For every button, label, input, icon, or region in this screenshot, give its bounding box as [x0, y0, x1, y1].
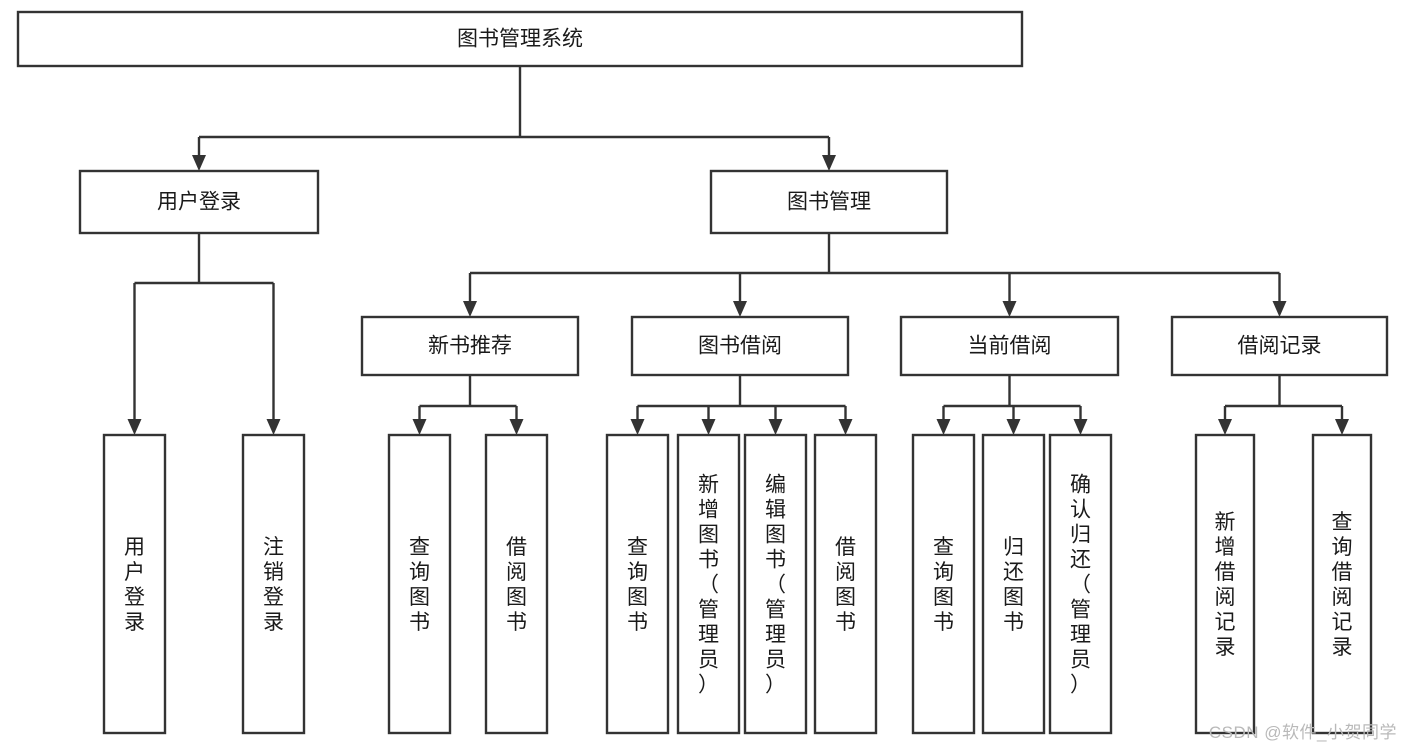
node-label-leaf-query-book-new: 查询图书 — [409, 536, 430, 634]
arrow-head-leaf-borrow-book-new — [509, 419, 524, 435]
node-box-leaf-user-login[interactable] — [102, 433, 167, 735]
node-label-new-book-recommend: 新书推荐 — [428, 335, 512, 358]
node-leaf-query-book-cur[interactable]: 查询图书 — [911, 433, 976, 735]
node-label-leaf-user-login: 用户登录 — [124, 536, 145, 634]
node-box-user-login[interactable] — [78, 169, 320, 235]
node-box-current-borrow[interactable] — [899, 315, 1120, 377]
node-label-borrow-record: 借阅记录 — [1238, 335, 1322, 358]
node-leaf-add-record[interactable]: 新增借阅记录 — [1194, 433, 1256, 735]
node-box-book-manage[interactable] — [709, 169, 949, 235]
node-leaf-query-book-new[interactable]: 查询图书 — [387, 433, 452, 735]
node-leaf-borrow-book[interactable]: 借阅图书 — [813, 433, 878, 735]
arrow-head-new-book-recommend — [463, 301, 477, 317]
node-leaf-user-logout[interactable]: 注销登录 — [241, 433, 306, 735]
node-label-leaf-add-book: 新增图书（管理员） — [698, 474, 719, 697]
node-box-leaf-add-record[interactable] — [1194, 433, 1256, 735]
node-label-root: 图书管理系统 — [457, 28, 583, 51]
node-box-leaf-query-book-new[interactable] — [387, 433, 452, 735]
node-leaf-query-record[interactable]: 查询借阅记录 — [1311, 433, 1373, 735]
arrow-head-leaf-query-record — [1335, 419, 1349, 435]
node-label-book-manage: 图书管理 — [787, 191, 871, 214]
node-label-leaf-edit-book: 编辑图书（管理员） — [765, 474, 786, 697]
arrow-head-borrow-record — [1272, 301, 1287, 317]
node-box-leaf-borrow-book[interactable] — [813, 433, 878, 735]
arrow-head-book-manage — [822, 155, 836, 171]
node-box-borrow-record[interactable] — [1170, 315, 1389, 377]
node-box-leaf-confirm-return[interactable] — [1048, 433, 1113, 735]
node-box-leaf-edit-book[interactable] — [743, 433, 808, 735]
arrow-head-leaf-borrow-book — [838, 419, 853, 435]
node-leaf-add-book[interactable]: 新增图书（管理员） — [676, 433, 741, 735]
node-leaf-confirm-return[interactable]: 确认归还（管理员） — [1048, 433, 1113, 735]
arrow-head-leaf-add-record — [1218, 419, 1232, 435]
node-leaf-edit-book[interactable]: 编辑图书（管理员） — [743, 433, 808, 735]
node-label-leaf-query-book: 查询图书 — [627, 536, 648, 634]
node-leaf-borrow-book-new[interactable]: 借阅图书 — [484, 433, 549, 735]
node-leaf-user-login[interactable]: 用户登录 — [102, 433, 167, 735]
node-root[interactable]: 图书管理系统 — [16, 10, 1024, 68]
arrow-head-leaf-user-login — [127, 419, 142, 435]
node-label-leaf-confirm-return: 确认归还（管理员） — [1070, 474, 1091, 697]
arrow-head-leaf-confirm-return — [1073, 419, 1088, 435]
arrow-head-book-borrow — [733, 301, 747, 317]
node-box-leaf-query-book-cur[interactable] — [911, 433, 976, 735]
arrow-head-leaf-query-book-new — [412, 419, 427, 435]
arrow-head-leaf-query-book — [630, 419, 645, 435]
node-box-leaf-user-logout[interactable] — [241, 433, 306, 735]
node-book-manage[interactable]: 图书管理 — [709, 169, 949, 235]
arrow-head-leaf-return-book — [1006, 419, 1021, 435]
arrow-head-leaf-user-logout — [266, 419, 281, 435]
arrow-head-user-login — [192, 155, 206, 171]
node-label-leaf-add-record: 新增借阅记录 — [1215, 511, 1236, 659]
node-borrow-record[interactable]: 借阅记录 — [1170, 315, 1389, 377]
nodes-layer: 图书管理系统用户登录图书管理新书推荐图书借阅当前借阅借阅记录用户登录注销登录查询… — [16, 10, 1389, 735]
node-box-leaf-return-book[interactable] — [981, 433, 1046, 735]
arrow-head-leaf-edit-book — [768, 419, 783, 435]
node-current-borrow[interactable]: 当前借阅 — [899, 315, 1120, 377]
node-label-leaf-user-logout: 注销登录 — [263, 536, 284, 634]
node-label-leaf-return-book: 归还图书 — [1003, 536, 1024, 634]
node-box-leaf-query-book[interactable] — [605, 433, 670, 735]
connectors-layer — [127, 66, 1349, 435]
node-label-leaf-borrow-book-new: 借阅图书 — [506, 536, 527, 634]
arrow-head-leaf-query-book-cur — [936, 419, 951, 435]
node-book-borrow[interactable]: 图书借阅 — [630, 315, 850, 377]
node-box-book-borrow[interactable] — [630, 315, 850, 377]
node-label-current-borrow: 当前借阅 — [968, 335, 1052, 358]
watermark-label: CSDN @软件_小贺同学 — [1208, 723, 1397, 742]
node-label-leaf-borrow-book: 借阅图书 — [835, 536, 856, 634]
node-label-leaf-query-book-cur: 查询图书 — [933, 536, 954, 634]
node-box-leaf-add-book[interactable] — [676, 433, 741, 735]
node-label-book-borrow: 图书借阅 — [698, 335, 782, 358]
node-label-user-login: 用户登录 — [157, 191, 241, 214]
node-box-new-book-recommend[interactable] — [360, 315, 580, 377]
node-leaf-return-book[interactable]: 归还图书 — [981, 433, 1046, 735]
arrow-head-current-borrow — [1002, 301, 1017, 317]
node-box-leaf-query-record[interactable] — [1311, 433, 1373, 735]
node-box-root[interactable] — [16, 10, 1024, 68]
node-user-login[interactable]: 用户登录 — [78, 169, 320, 235]
node-new-book-recommend[interactable]: 新书推荐 — [360, 315, 580, 377]
node-box-leaf-borrow-book-new[interactable] — [484, 433, 549, 735]
node-label-leaf-query-record: 查询借阅记录 — [1332, 511, 1353, 659]
arrow-head-leaf-add-book — [701, 419, 716, 435]
node-leaf-query-book[interactable]: 查询图书 — [605, 433, 670, 735]
